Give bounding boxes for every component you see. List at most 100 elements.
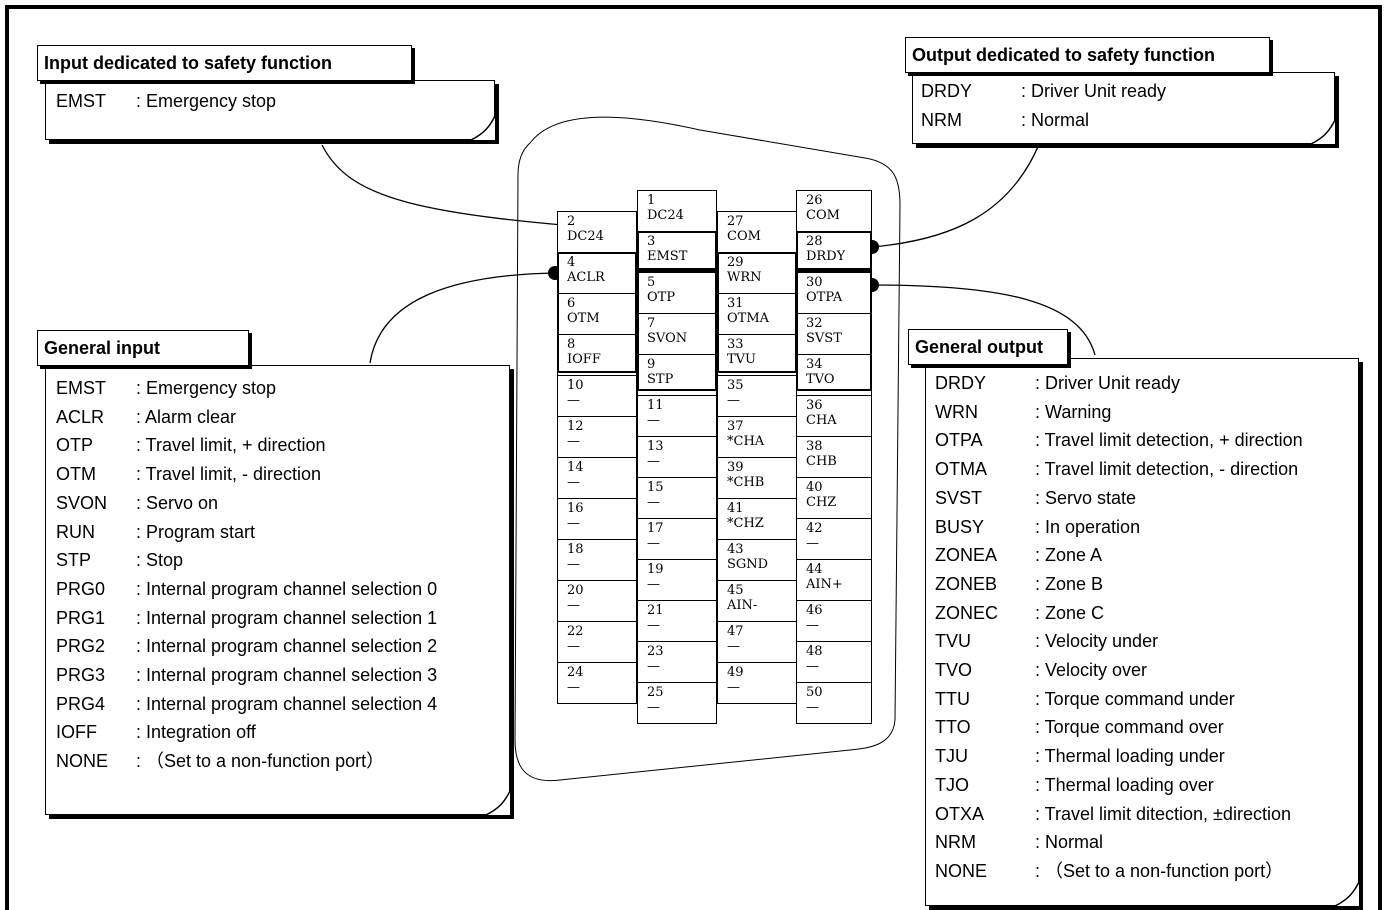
pin-signal: — — [647, 700, 660, 715]
pin-signal: — — [567, 680, 580, 695]
page-curl-icon — [471, 116, 495, 140]
pin-number: 4 — [567, 255, 576, 270]
pin-signal: CHB — [806, 454, 837, 469]
pin-11: 11— — [637, 395, 717, 437]
pin-number: 18 — [567, 542, 584, 557]
pin-number: 48 — [806, 644, 823, 659]
pin-49: 49— — [717, 662, 797, 704]
pin-number: 14 — [567, 460, 584, 475]
pin-number: 49 — [727, 665, 744, 680]
signal-description: : Thermal loading over — [1035, 774, 1214, 795]
pin-number: 1 — [647, 193, 656, 208]
legend-row: PRG2: Internal program channel selection… — [56, 632, 437, 661]
pin-number: 25 — [647, 685, 664, 700]
pin-signal: — — [727, 393, 740, 408]
pin-number: 2 — [567, 214, 576, 229]
legend-row: OTXA: Travel limit ditection, ±direction — [935, 800, 1303, 829]
pin-number: 17 — [647, 521, 664, 536]
signal-code: EMST — [56, 91, 107, 111]
legend-row: DRDY: Driver Unit ready — [921, 77, 1166, 106]
signal-description: : Internal program channel selection 2 — [136, 636, 438, 657]
signal-code: TVO — [935, 660, 973, 681]
pin-35: 35— — [717, 375, 797, 417]
pin-number: 50 — [806, 685, 823, 700]
signal-code: NONE — [56, 751, 109, 772]
pin-signal: CHA — [806, 413, 837, 428]
signal-description: : Travel limit, + direction — [136, 435, 326, 456]
signal-code: SVON — [56, 492, 108, 513]
signal-code: OTM — [56, 464, 96, 485]
pin-number: 13 — [647, 439, 664, 454]
signal-code: PRG0 — [56, 578, 106, 599]
pin-signal: — — [647, 577, 660, 592]
pin-signal: AIN- — [727, 598, 758, 613]
legend-row: EMST: Emergency stop — [56, 374, 437, 403]
pin-17: 17— — [637, 518, 717, 560]
pin-48: 48— — [796, 641, 872, 683]
pin-number: 42 — [806, 521, 823, 536]
signal-code: ACLR — [56, 406, 105, 427]
pin-number: 3 — [647, 234, 656, 249]
signal-description: : Thermal loading under — [1035, 746, 1225, 767]
legend-row: SVST: Servo state — [935, 484, 1303, 513]
pin-46: 46— — [796, 600, 872, 642]
signal-code: WRN — [935, 401, 978, 422]
pin-16: 16— — [557, 498, 637, 540]
signal-description: : Normal — [1035, 832, 1104, 853]
pin-47: 47— — [717, 621, 797, 663]
pin-number: 21 — [647, 603, 664, 618]
legend-row: OTMA: Travel limit detection, - directio… — [935, 455, 1303, 484]
pin-signal: — — [806, 700, 819, 715]
pin-signal: TVU — [727, 352, 757, 367]
pin-signal: SVON — [647, 331, 688, 346]
wire-output-safety — [871, 141, 1041, 248]
highlight-general-input-mid — [637, 270, 717, 391]
legend-row: WRN: Warning — [935, 398, 1303, 427]
legend-row: DRDY: Driver Unit ready — [935, 369, 1303, 398]
pin-number: 23 — [647, 644, 664, 659]
pin-signal: TVO — [806, 372, 835, 387]
signal-code: ZONEB — [935, 573, 998, 594]
pin-signal: — — [567, 475, 580, 490]
pin-signal: DC24 — [567, 229, 604, 244]
legend-row: SVON: Servo on — [56, 489, 437, 518]
legend-row: TJO : Thermal loading over — [935, 771, 1303, 800]
connector-outline — [514, 116, 901, 782]
signal-code: TJO — [935, 774, 969, 795]
signal-code: NRM — [921, 109, 962, 130]
legend-row: OTM: Travel limit, - direction — [56, 460, 437, 489]
pin-number: 29 — [727, 255, 744, 270]
pin-number: 37 — [727, 419, 744, 434]
signal-description: : Internal program channel selection 0 — [136, 578, 438, 599]
input-safety-rows: EMST: Emergency stop — [56, 87, 276, 116]
signal-description: : Driver Unit ready — [1035, 373, 1181, 393]
pin-signal: — — [806, 659, 819, 674]
pin-signal: WRN — [727, 270, 762, 285]
pin-signal: DRDY — [806, 249, 846, 264]
legend-row: EMST: Emergency stop — [56, 87, 276, 116]
legend-row: TJU: Thermal loading under — [935, 742, 1303, 771]
signal-code: ZONEC — [935, 602, 998, 623]
signal-description: : Servo state — [1035, 487, 1137, 508]
signal-description: : Program start — [136, 521, 256, 542]
legend-row: PRG4: Internal program channel selection… — [56, 690, 437, 719]
pin-signal: — — [567, 557, 580, 572]
pin-signal: STP — [647, 372, 674, 387]
pin-number: 27 — [727, 214, 744, 229]
signal-code: OTMA — [935, 459, 987, 480]
pin-signal: — — [567, 639, 580, 654]
signal-description: : Alarm clear — [136, 406, 237, 427]
signal-code: IOFF — [56, 722, 97, 743]
legend-row: NONE: （Set to a non-function port） — [56, 747, 437, 776]
pin-number: 8 — [567, 337, 576, 352]
signal-code: OTP — [56, 435, 94, 456]
outer-frame — [5, 5, 1382, 910]
pin-signal: ACLR — [567, 270, 605, 285]
pin-number: 43 — [727, 542, 744, 557]
